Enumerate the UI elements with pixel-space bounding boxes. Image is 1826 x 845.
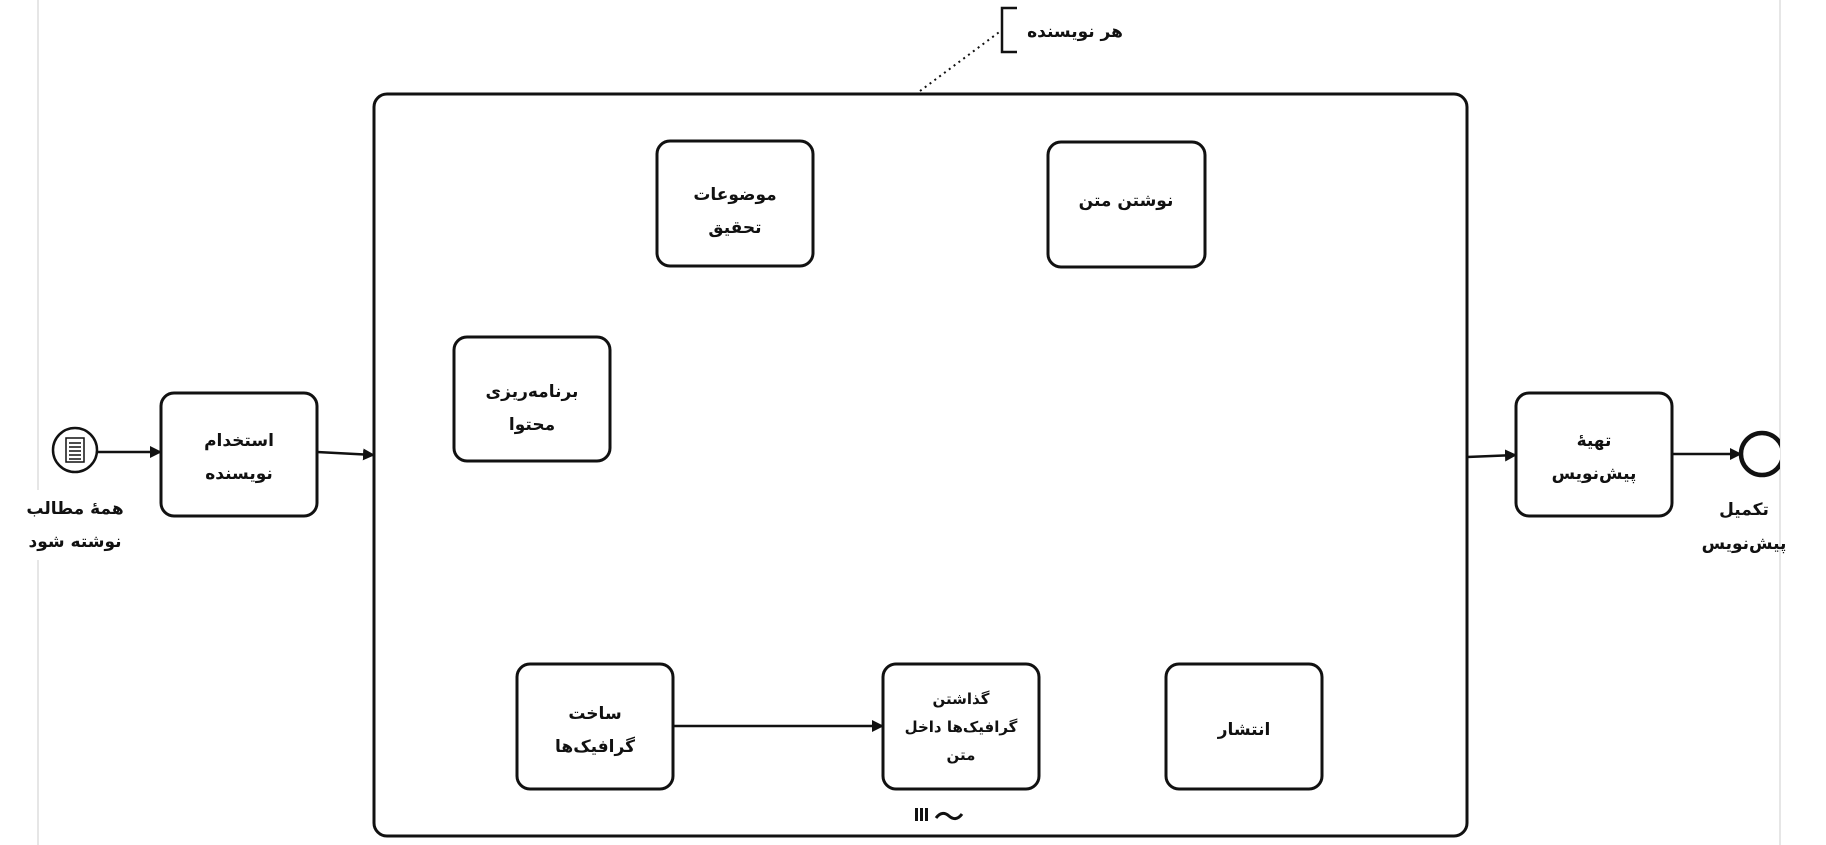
end-event[interactable] — [1738, 430, 1783, 478]
start-event-label-line2: نوشته شود — [28, 532, 121, 552]
text-annotation[interactable]: هر نویسنده — [919, 6, 1123, 92]
task-publish[interactable]: انتشار — [1164, 662, 1324, 791]
task-label: محتوا — [509, 415, 555, 435]
task-label: نوشتن متن — [1079, 191, 1174, 211]
task-insert-graphics[interactable]: گذاشتن گرافیک‌ها داخل متن — [881, 662, 1041, 791]
ad-hoc-icon — [934, 811, 964, 821]
task-label: گرافیک‌ها — [555, 736, 635, 757]
flow-hire-to-subprocess[interactable] — [316, 448, 375, 461]
task-label: برنامه‌ریزی — [486, 382, 579, 402]
task-label: تهیهٔ — [1577, 431, 1612, 451]
start-event-label-line1: همهٔ مطالب — [26, 499, 123, 519]
flow-subprocess-to-draft[interactable] — [1466, 449, 1517, 462]
end-event-label-line2: پیش‌نویس — [1702, 534, 1787, 554]
task-label: استخدام — [204, 431, 274, 451]
task-label: ساخت — [568, 704, 621, 724]
task-label: متن — [947, 746, 976, 764]
task-label: نویسنده — [205, 464, 273, 484]
task-label: موضوعات — [693, 185, 776, 205]
task-research-topics[interactable]: موضوعات تحقیق — [655, 139, 815, 268]
annotation-text: هر نویسنده — [1027, 22, 1123, 42]
task-label: گرافیک‌ها داخل — [905, 718, 1018, 736]
task-create-graphics[interactable]: ساخت گرافیک‌ها — [515, 662, 675, 791]
end-event-label-line1: تکمیل — [1719, 500, 1769, 520]
task-label: گذاشتن — [933, 690, 990, 708]
message-document-icon — [65, 437, 85, 463]
parallel-multi-instance-icon — [915, 808, 928, 821]
task-label: انتشار — [1217, 720, 1271, 740]
task-content-planning[interactable]: برنامه‌ریزی محتوا — [452, 335, 612, 463]
task-prepare-draft[interactable]: تهیهٔ پیش‌نویس — [1514, 391, 1674, 518]
task-label: تحقیق — [708, 218, 761, 238]
task-hire-writer[interactable]: استخدام نویسنده — [159, 391, 319, 518]
task-label: پیش‌نویس — [1552, 464, 1637, 484]
start-event[interactable] — [51, 426, 99, 474]
ad-hoc-subprocess[interactable] — [372, 92, 1469, 838]
task-write-text[interactable]: نوشتن متن — [1046, 140, 1207, 269]
